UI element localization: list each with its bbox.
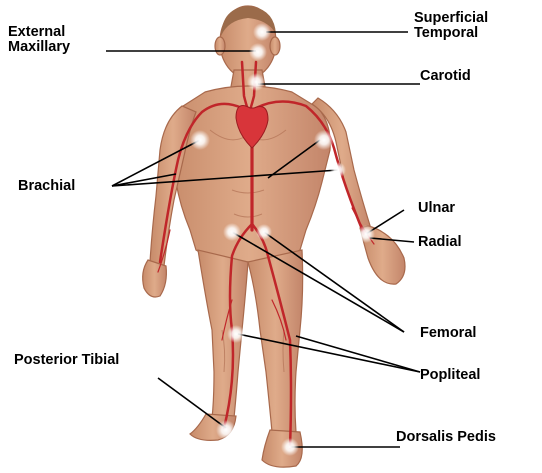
pulse-ulnar — [357, 225, 375, 243]
left-hand — [143, 260, 167, 297]
pulse-brachial-forearm — [330, 162, 346, 178]
label-brachial: Brachial — [18, 179, 75, 194]
label-posterior-tibial: Posterior Tibial — [14, 353, 119, 368]
pulse-dorsalis-pedis — [281, 438, 299, 456]
pulse-external-maxillary — [249, 43, 267, 61]
pulse-femoral-right — [256, 224, 272, 240]
pulse-carotid — [247, 73, 265, 91]
label-external-maxillary-line2: Maxillary — [8, 40, 70, 55]
pulse-femoral-left — [223, 223, 241, 241]
pulse-brachial-right — [314, 130, 334, 150]
pulse-popliteal — [227, 325, 245, 343]
leader-popliteal-b — [296, 336, 420, 372]
label-femoral: Femoral — [420, 326, 476, 341]
label-superficial-temporal: Superficial Temporal — [414, 11, 488, 41]
label-external-maxillary: External Maxillary — [8, 25, 70, 55]
pulse-brachial-left — [190, 130, 210, 150]
label-radial: Radial — [418, 235, 462, 250]
label-external-maxillary-line1: External — [8, 25, 70, 40]
label-superficial-temporal-line1: Superficial — [414, 11, 488, 26]
label-popliteal: Popliteal — [420, 368, 480, 383]
label-ulnar: Ulnar — [418, 201, 455, 216]
pulse-posterior-tibial — [216, 420, 236, 440]
left-ear — [215, 37, 225, 55]
pulse-superficial-temporal — [253, 23, 271, 41]
label-carotid: Carotid — [420, 69, 471, 84]
right-ear — [270, 37, 280, 55]
label-superficial-temporal-line2: Temporal — [414, 26, 488, 41]
label-dorsalis-pedis: Dorsalis Pedis — [396, 430, 496, 445]
